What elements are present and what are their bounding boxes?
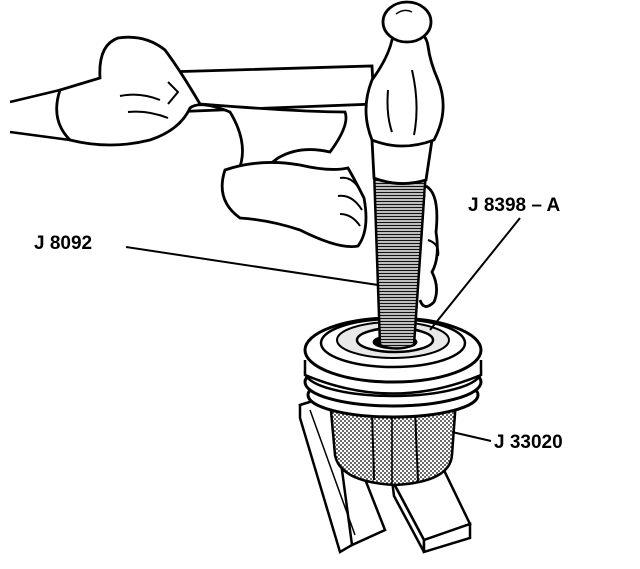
leader-lines	[125, 217, 521, 442]
hand-icon	[220, 161, 440, 308]
tool-icon	[372, 168, 428, 350]
holder-body	[328, 398, 458, 487]
label-j-33020: J 33020	[494, 432, 563, 453]
hammer-icon	[163, 0, 445, 185]
label-j-8092: J 8092	[34, 233, 93, 254]
label-j-8398-a: J 8398 – A	[468, 195, 561, 216]
